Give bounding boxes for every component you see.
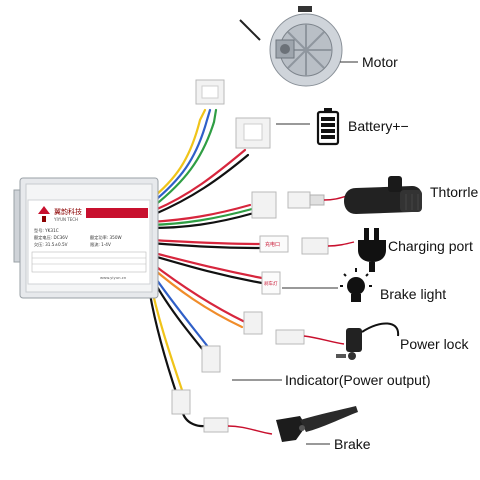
throttle-connector [251,191,325,219]
power-lock-icon [336,322,400,360]
indicator-connector [201,345,221,373]
indicator-label: Indicator(Power output) [285,372,431,388]
controller-brand-cn: 翼韵科技 [54,207,82,216]
battery-icon [316,108,340,146]
charging-port-label: Charging port [388,238,473,254]
motor-connector [195,79,225,105]
throttle-icon [344,176,422,214]
controller-voltage: 额定电压: DC36V [34,234,68,241]
controller-power: 额定功率: 350W [90,234,122,241]
motor-label: Motor [362,54,398,70]
wire-bundle [146,108,264,428]
motor-icon [239,6,343,87]
power-lock-label: Power lock [400,336,469,352]
power-lock-connector [243,311,305,345]
brake-light-tag: 刹车灯 [264,280,278,287]
plug-icon [358,228,386,272]
brake-light-label: Brake light [380,286,447,302]
controller-undervoltage: 欠压: 31.5±0.5V [34,241,68,248]
battery-connector [235,117,271,149]
charging-connector: 充电口 [259,235,329,255]
controller-current: 限流: 1-4V [90,241,111,248]
controller-site: www.yiyun.cn [100,275,127,280]
controller-model: 型号: YK31C [34,227,59,234]
charging-tag: 充电口 [265,241,280,248]
battery-label: Battery+− [348,118,409,134]
throttle-label: Thtorrle [430,184,479,200]
brake-connector [171,389,229,433]
brake-light-connector: 刹车灯 [261,271,281,295]
controller-box: 翼韵科技 YIYUN TECH 型号: YK31C 额定电压: DC36V 额定… [13,177,159,299]
controller-brand-en: YIYUN TECH [53,217,78,222]
bulb-icon [340,268,372,302]
brake-label: Brake [334,436,371,452]
brake-lever-icon [276,406,358,442]
